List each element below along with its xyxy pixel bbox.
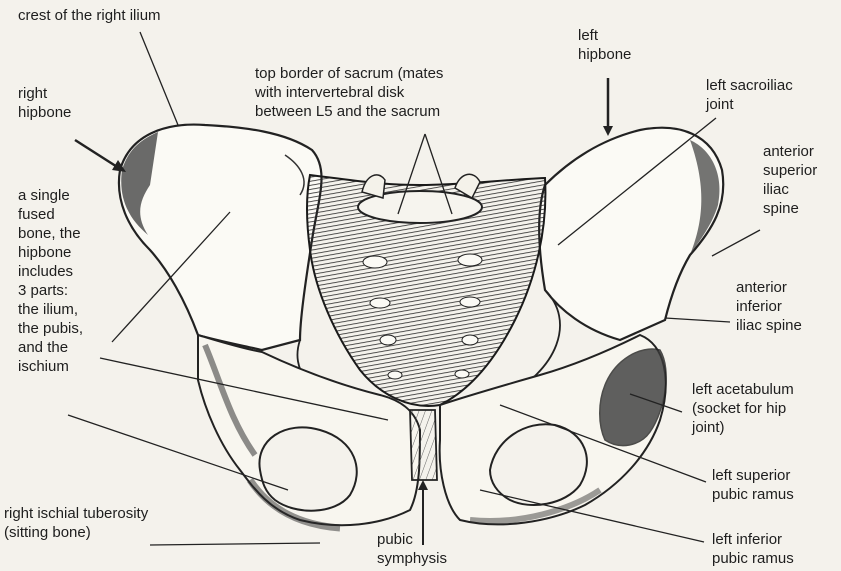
leader-aiis <box>665 318 730 322</box>
label-anterior-superior-iliac-spine: anterior superior iliac spine <box>763 142 817 218</box>
label-right-ischial-tuberosity: right ischial tuberosity (sitting bone) <box>4 504 148 542</box>
label-right-hipbone: right hipbone <box>18 84 71 122</box>
label-anterior-inferior-iliac-spine: anterior inferior iliac spine <box>736 278 802 335</box>
label-crest-right-ilium: crest of the right ilium <box>18 6 161 25</box>
label-left-inferior-pubic-ramus: left inferior pubic ramus <box>712 530 794 568</box>
label-left-sacroiliac-joint: left sacroiliac joint <box>706 76 793 114</box>
label-left-hipbone: left hipbone <box>578 26 631 64</box>
leader-ischial-tuberosity <box>150 543 320 545</box>
label-top-border-sacrum: top border of sacrum (mates with interve… <box>255 64 443 121</box>
pubic-symphysis-joint <box>410 410 437 480</box>
right-obturator-foramen <box>259 427 356 510</box>
label-left-acetabulum: left acetabulum (socket for hip joint) <box>692 380 794 437</box>
label-single-fused-bone: a single fused bone, the hipbone include… <box>18 186 83 376</box>
label-left-superior-pubic-ramus: left superior pubic ramus <box>712 466 794 504</box>
leader-asis <box>712 230 760 256</box>
leader-crest-right-ilium <box>140 32 178 125</box>
left-ilium-wing <box>539 128 723 340</box>
label-pubic-symphysis: pubic symphysis <box>377 530 447 568</box>
